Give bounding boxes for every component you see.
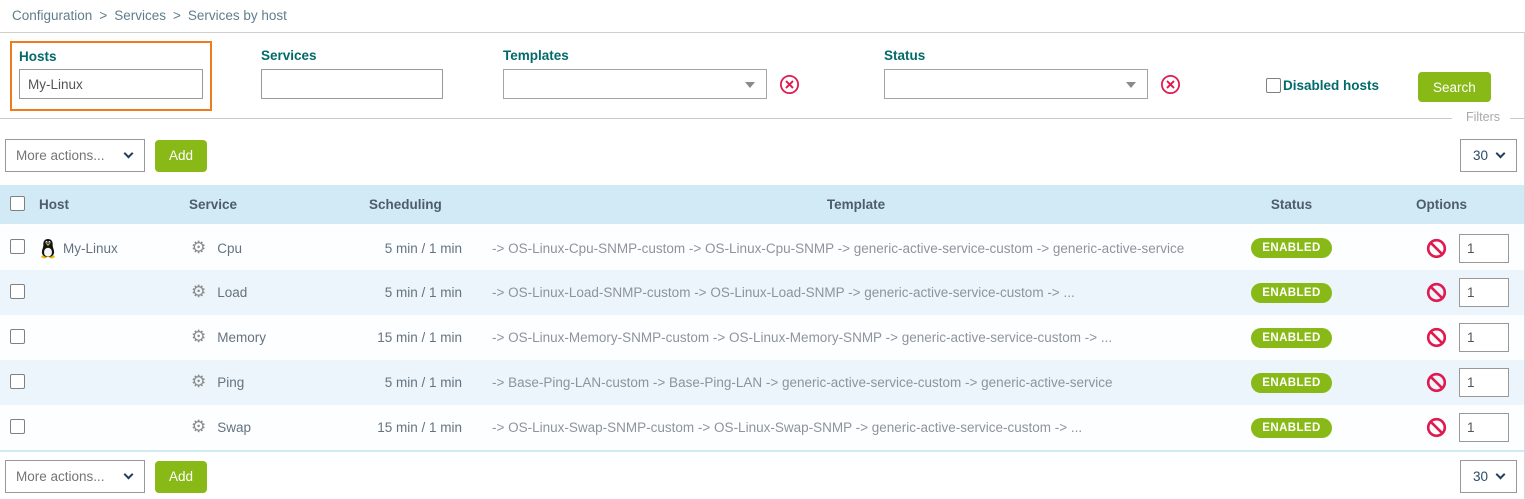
top-toolbar: More actions... Add 30: [0, 119, 1524, 185]
status-clear-icon[interactable]: [1160, 74, 1181, 95]
filters-panel: Hosts Services Templates: [0, 32, 1524, 127]
scheduling-value: 5 min / 1 min: [384, 285, 462, 300]
breadcrumb-services-by-host: Services by host: [187, 8, 287, 23]
page-size-select-wrap: 30: [1460, 139, 1517, 172]
template-chain: -> Base-Ping-LAN-custom -> Base-Ping-LAN…: [492, 375, 1113, 390]
template-chain: -> OS-Linux-Swap-SNMP-custom -> OS-Linux…: [492, 420, 1083, 435]
table-body: My-Linux ⚙ Cpu 5 min / 1 min -> OS-Linux…: [0, 225, 1524, 450]
scheduling-value: 5 min / 1 min: [384, 375, 462, 390]
more-actions-select[interactable]: More actions...: [5, 139, 145, 172]
breadcrumb-configuration[interactable]: Configuration: [12, 8, 93, 23]
options-count-input[interactable]: [1459, 233, 1509, 263]
add-button[interactable]: Add: [155, 139, 208, 172]
table-row: ⚙ Memory 15 min / 1 min -> OS-Linux-Memo…: [0, 315, 1524, 360]
services-filter-group: Services: [261, 48, 443, 99]
page-size-select[interactable]: 30: [1460, 460, 1517, 493]
select-all-checkbox[interactable]: [10, 195, 25, 211]
table-row: ⚙ Ping 5 min / 1 min -> Base-Ping-LAN-cu…: [0, 360, 1524, 405]
services-filter-input[interactable]: [261, 69, 443, 99]
status-filter-label: Status: [884, 48, 926, 63]
gear-icon: ⚙: [191, 417, 207, 437]
templates-filter-label: Templates: [503, 48, 569, 63]
more-actions-select[interactable]: More actions...: [5, 460, 145, 493]
column-header-options: Options: [1359, 185, 1524, 226]
service-name[interactable]: Swap: [217, 420, 252, 435]
options-count-input[interactable]: [1459, 368, 1509, 397]
add-button[interactable]: Add: [155, 460, 208, 493]
templates-filter-group: Templates: [503, 48, 800, 99]
row-checkbox[interactable]: [10, 283, 25, 299]
search-button[interactable]: Search: [1418, 72, 1491, 102]
services-table: Host Service Scheduling Template Status …: [0, 185, 1524, 450]
hosts-filter-group: Hosts: [10, 41, 212, 111]
status-filter-group: Status: [884, 48, 1181, 99]
no-entry-icon[interactable]: [1426, 372, 1447, 393]
chevron-down-icon: [745, 82, 755, 88]
table-row: ⚙ Load 5 min / 1 min -> OS-Linux-Load-SN…: [0, 270, 1524, 315]
status-badge: ENABLED: [1251, 327, 1332, 348]
disabled-hosts-filter[interactable]: Disabled hosts: [1266, 78, 1379, 93]
linux-tux-icon: [41, 238, 55, 258]
bottom-toolbar: More actions... Add 30: [0, 450, 1524, 499]
no-entry-icon[interactable]: [1426, 282, 1447, 303]
options-count-input[interactable]: [1459, 413, 1509, 442]
hosts-filter-input[interactable]: [19, 69, 203, 99]
no-entry-icon[interactable]: [1426, 417, 1447, 438]
row-checkbox[interactable]: [10, 239, 25, 254]
page-content: Hosts Services Templates: [0, 32, 1525, 499]
options-count-input[interactable]: [1459, 278, 1509, 307]
column-header-service[interactable]: Service: [188, 185, 368, 226]
row-checkbox[interactable]: [10, 373, 25, 389]
hosts-filter-label: Hosts: [19, 49, 57, 64]
status-badge: ENABLED: [1251, 372, 1332, 393]
column-header-template: Template: [488, 185, 1224, 226]
column-header-scheduling: Scheduling: [368, 185, 488, 226]
disabled-hosts-label: Disabled hosts: [1283, 78, 1380, 93]
service-name[interactable]: Memory: [217, 330, 267, 345]
gear-icon: ⚙: [191, 372, 207, 392]
row-checkbox[interactable]: [10, 418, 25, 434]
service-name[interactable]: Load: [217, 285, 248, 300]
disabled-hosts-checkbox[interactable]: [1266, 78, 1281, 93]
scheduling-value: 15 min / 1 min: [377, 420, 462, 435]
gear-icon: ⚙: [191, 282, 207, 302]
host-name[interactable]: My-Linux: [63, 240, 118, 256]
more-actions-select-wrap: More actions...: [5, 139, 145, 172]
template-chain: -> OS-Linux-Load-SNMP-custom -> OS-Linux…: [492, 285, 1075, 300]
breadcrumb-services[interactable]: Services: [114, 8, 166, 23]
scheduling-value: 15 min / 1 min: [377, 330, 462, 345]
row-checkbox[interactable]: [10, 328, 25, 344]
table-header-row: Host Service Scheduling Template Status …: [0, 185, 1524, 226]
status-badge: ENABLED: [1251, 238, 1332, 258]
table-row: ⚙ Swap 15 min / 1 min -> OS-Linux-Swap-S…: [0, 405, 1524, 450]
no-entry-icon[interactable]: [1426, 238, 1447, 259]
chevron-down-icon: [1126, 82, 1136, 88]
service-name[interactable]: Ping: [217, 375, 245, 390]
breadcrumb: Configuration > Services > Services by host: [0, 0, 1525, 32]
no-entry-icon[interactable]: [1426, 327, 1447, 348]
status-badge: ENABLED: [1251, 417, 1332, 438]
column-header-status: Status: [1224, 185, 1359, 226]
gear-icon: ⚙: [191, 237, 207, 258]
templates-clear-icon[interactable]: [779, 74, 800, 95]
page-size-select-wrap: 30: [1460, 460, 1517, 493]
status-filter-select[interactable]: [884, 69, 1148, 99]
more-actions-select-wrap: More actions...: [5, 460, 145, 493]
gear-icon: ⚙: [191, 327, 207, 347]
template-chain: -> OS-Linux-Memory-SNMP-custom -> OS-Lin…: [492, 330, 1113, 345]
service-name[interactable]: Cpu: [217, 240, 243, 256]
template-chain: -> OS-Linux-Cpu-SNMP-custom -> OS-Linux-…: [492, 240, 1185, 256]
breadcrumb-separator: >: [172, 8, 181, 23]
table-row: My-Linux ⚙ Cpu 5 min / 1 min -> OS-Linux…: [0, 225, 1524, 270]
scheduling-value: 5 min / 1 min: [384, 240, 462, 256]
templates-filter-select[interactable]: [503, 69, 767, 99]
options-count-input[interactable]: [1459, 323, 1509, 352]
column-header-host[interactable]: Host: [38, 185, 188, 226]
filters-legend: Filters: [1451, 109, 1510, 127]
services-filter-label: Services: [261, 48, 317, 63]
breadcrumb-separator: >: [99, 8, 108, 23]
page-size-select[interactable]: 30: [1460, 139, 1517, 172]
status-badge: ENABLED: [1251, 282, 1332, 303]
